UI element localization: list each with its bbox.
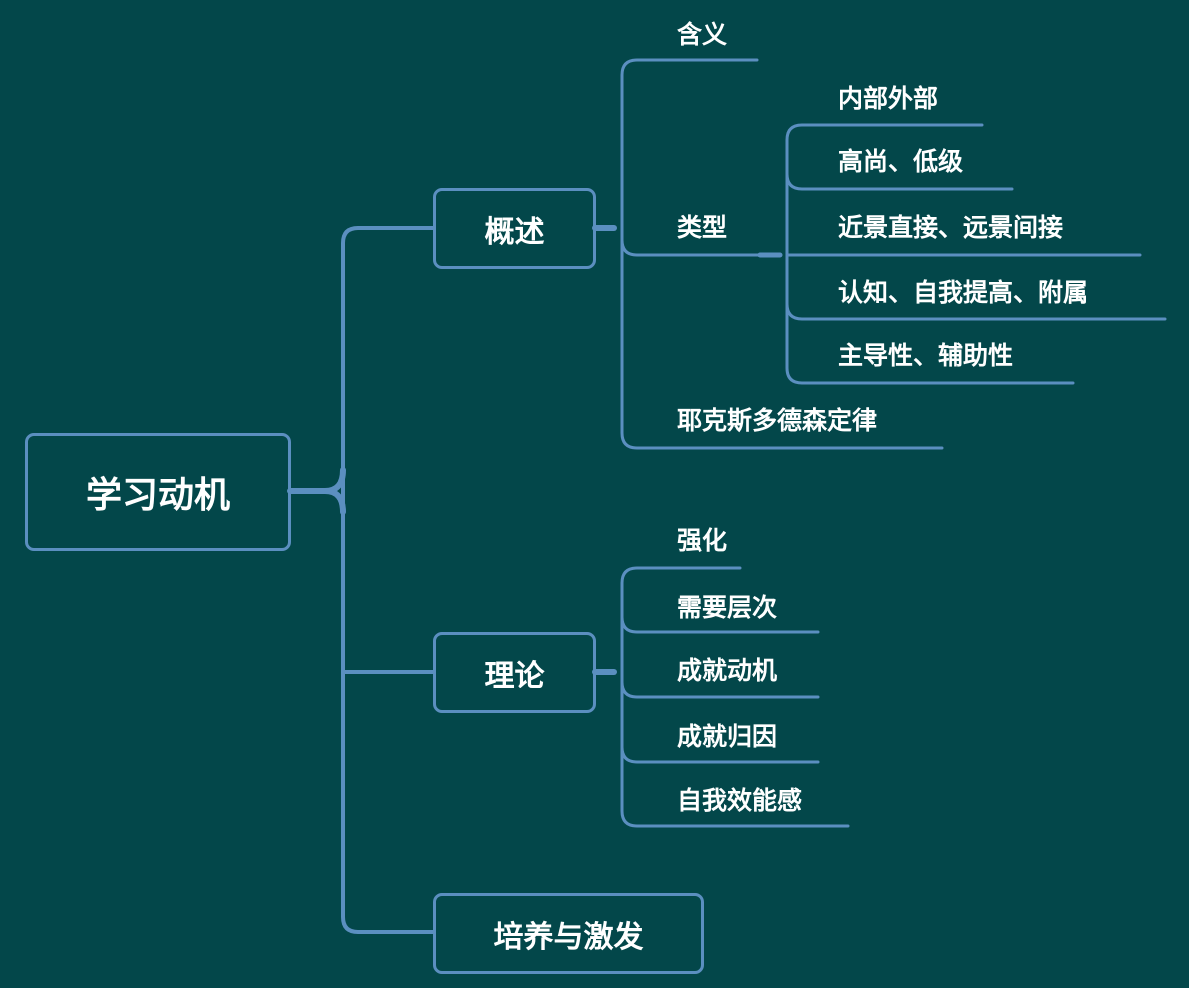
root-node[interactable]: 学习动机 <box>25 433 291 551</box>
cultivation-label: 培养与激发 <box>493 919 644 955</box>
node-type-near-far[interactable]: 近景直接、远景间接 <box>838 213 1064 242</box>
node-yerkes-dodson-law[interactable]: 耶克斯多德森定律 <box>677 406 878 435</box>
root-connector <box>287 467 346 515</box>
node-type-internal-external[interactable]: 内部外部 <box>838 84 939 113</box>
theory-children-lines <box>620 566 850 828</box>
node-theory[interactable]: 理论 <box>433 632 596 713</box>
node-type-dominant[interactable]: 主导性、辅助性 <box>838 341 1014 370</box>
theory-label: 理论 <box>484 658 545 694</box>
node-meaning[interactable]: 含义 <box>677 20 728 49</box>
overview-children-lines <box>620 58 944 450</box>
root-label: 学习动机 <box>85 475 230 516</box>
node-theory-attribution[interactable]: 成就归因 <box>677 722 778 751</box>
trunk-line <box>341 226 435 934</box>
types-children-lines <box>785 123 1167 385</box>
node-theory-reinforcement[interactable]: 强化 <box>677 526 728 555</box>
node-types[interactable]: 类型 <box>677 213 728 242</box>
overview-label: 概述 <box>484 214 545 250</box>
node-type-high-low[interactable]: 高尚、低级 <box>838 147 964 176</box>
node-type-cognitive[interactable]: 认知、自我提高、附属 <box>838 278 1089 307</box>
node-theory-needs[interactable]: 需要层次 <box>677 593 778 622</box>
node-theory-achievement[interactable]: 成就动机 <box>677 656 778 685</box>
node-cultivation[interactable]: 培养与激发 <box>433 893 704 974</box>
node-overview[interactable]: 概述 <box>433 188 596 269</box>
node-theory-self-efficacy[interactable]: 自我效能感 <box>677 786 803 815</box>
